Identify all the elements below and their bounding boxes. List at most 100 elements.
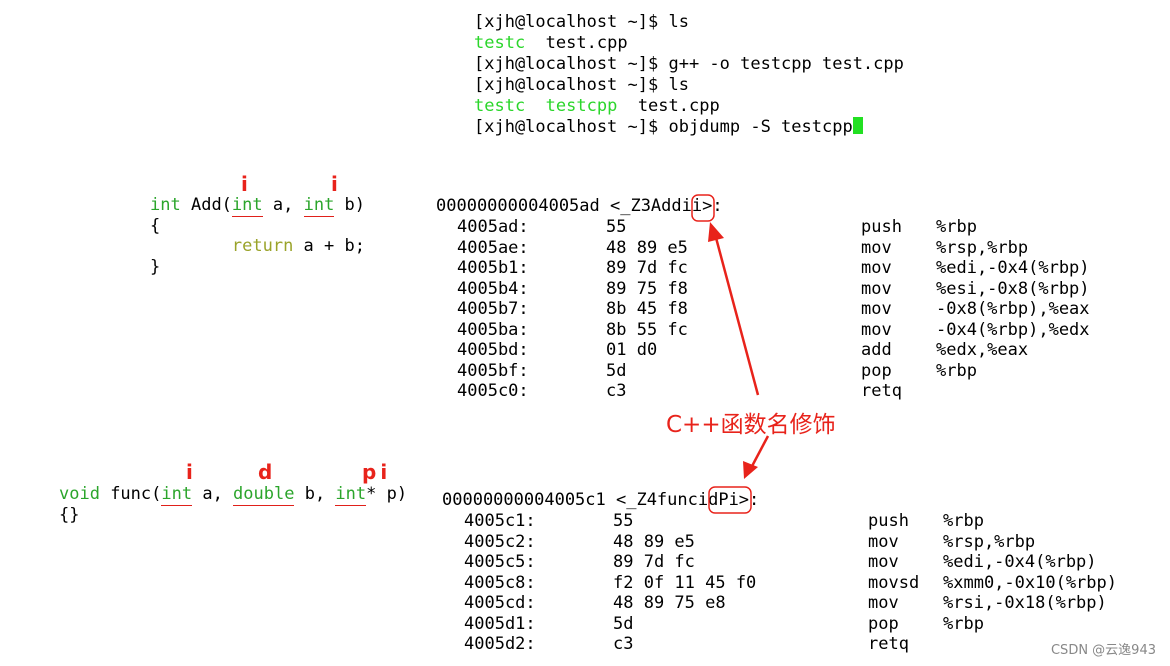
asm-args: %rbp	[943, 511, 984, 531]
asm-args: %rbp	[936, 217, 977, 237]
asm-bytes: 48 89 e5	[606, 237, 688, 258]
asm-op: retq	[868, 634, 909, 654]
prompt: [xjh@localhost ~]$	[474, 117, 669, 137]
asm-op: add	[861, 340, 892, 360]
prompt: [xjh@localhost ~]$	[474, 54, 669, 74]
asm-addr: 4005b1:	[457, 258, 529, 278]
asm-op: mov	[861, 237, 892, 258]
function-name: func(	[99, 484, 162, 504]
watermark: CSDN @云逸943	[1050, 643, 1156, 658]
asm-bytes: 48 89 75 e8	[613, 593, 726, 613]
mangled-suffix-highlight-add	[691, 194, 715, 222]
type-mark: i	[186, 460, 193, 484]
asm-addr: 4005d1:	[464, 613, 536, 634]
code-line: int Add(int a, int b)	[150, 195, 366, 217]
file-name: test.cpp	[545, 33, 628, 53]
terminal-line: testc test.cpp	[474, 33, 628, 54]
param: * p)	[366, 484, 408, 504]
command: ls	[668, 75, 689, 95]
keyword-underlined: int	[231, 195, 263, 217]
asm-header: 00000000004005c1 <_Z4funcidPi>:	[442, 490, 760, 510]
type-mark: i	[241, 172, 248, 196]
executable-name: testcpp	[545, 96, 618, 116]
type-mark: pi	[362, 460, 392, 484]
asm-addr: 4005ad:	[457, 217, 529, 237]
keyword: void	[59, 484, 100, 504]
asm-bytes: 55	[606, 217, 627, 237]
code-line: {}	[59, 505, 80, 525]
param: b,	[294, 484, 336, 504]
asm-addr: 4005bf:	[457, 360, 529, 381]
asm-op: pop	[868, 613, 899, 634]
asm-args: %edx,%eax	[936, 340, 1029, 360]
asm-bytes: c3	[606, 381, 627, 401]
cursor-block	[852, 117, 863, 134]
asm-op: mov	[861, 319, 892, 340]
terminal-line: [xjh@localhost ~]$ objdump -S testcpp	[474, 117, 863, 138]
type-mark: i	[331, 172, 338, 196]
command: g++ -o testcpp test.cpp	[668, 54, 904, 74]
asm-op: movsd	[868, 572, 920, 593]
asm-op: mov	[868, 552, 899, 572]
terminal-line: [xjh@localhost ~]$ ls	[474, 75, 689, 96]
asm-args: %edi,-0x4(%rbp)	[936, 258, 1090, 278]
asm-op: push	[861, 217, 902, 237]
keyword: int	[150, 195, 181, 215]
asm-header: 00000000004005ad <_Z3Addii>:	[436, 196, 723, 216]
asm-op: mov	[861, 258, 892, 278]
prompt: [xjh@localhost ~]$	[474, 12, 669, 32]
asm-addr: 4005b7:	[457, 299, 529, 319]
asm-addr: 4005c1:	[464, 511, 536, 531]
code-line: {	[150, 216, 161, 236]
keyword-underlined: int	[303, 195, 335, 217]
terminal-line: [xjh@localhost ~]$ ls	[474, 12, 689, 33]
asm-bytes: c3	[613, 634, 634, 654]
expression: a + b;	[293, 236, 365, 256]
asm-addr: 4005b4:	[457, 278, 529, 299]
asm-args: %xmm0,-0x10(%rbp)	[943, 572, 1117, 593]
arrowhead-icon	[743, 461, 758, 479]
asm-addr: 4005c5:	[464, 552, 536, 572]
keyword-underlined: double	[233, 484, 295, 506]
asm-args: %esi,-0x8(%rbp)	[936, 278, 1090, 299]
keyword-underlined: int	[335, 484, 367, 506]
asm-addr: 4005cd:	[464, 593, 536, 613]
asm-args: %edi,-0x4(%rbp)	[943, 552, 1097, 572]
prompt: [xjh@localhost ~]$	[474, 75, 669, 95]
asm-bytes: 48 89 e5	[613, 531, 695, 552]
asm-bytes: 5d	[606, 360, 627, 381]
param: b)	[334, 195, 366, 215]
terminal-line: [xjh@localhost ~]$ g++ -o testcpp test.c…	[474, 54, 904, 75]
asm-op: mov	[868, 531, 899, 552]
arrow-to-func	[748, 435, 770, 471]
arrowhead-icon	[708, 222, 724, 242]
asm-addr: 4005c0:	[457, 381, 529, 401]
asm-args: %rsp,%rbp	[943, 531, 1036, 552]
function-name: Add(	[190, 195, 232, 215]
asm-args: %rbp	[936, 360, 977, 381]
asm-args: %rbp	[943, 613, 984, 634]
asm-op: mov	[861, 278, 892, 299]
code-line: void func(int a, double b, int* p)	[59, 484, 408, 506]
asm-op: mov	[868, 593, 899, 613]
asm-op: retq	[861, 381, 902, 401]
asm-args: %rsp,%rbp	[936, 237, 1029, 258]
asm-addr: 4005ae:	[457, 237, 529, 258]
asm-bytes: 5d	[613, 613, 634, 634]
asm-bytes: 01 d0	[606, 340, 658, 360]
executable-name: testc	[474, 33, 526, 53]
command: objdump -S testcpp	[668, 117, 853, 137]
asm-addr: 4005c8:	[464, 572, 536, 593]
asm-bytes: 8b 55 fc	[606, 319, 688, 340]
asm-op: pop	[861, 360, 892, 381]
command: ls	[668, 12, 689, 32]
asm-bytes: 8b 45 f8	[606, 299, 688, 319]
asm-bytes: 89 75 f8	[606, 278, 688, 299]
asm-bytes: f2 0f 11 45 f0	[613, 572, 757, 593]
keyword: return	[231, 236, 294, 256]
asm-op: mov	[861, 299, 892, 319]
param: a,	[262, 195, 304, 215]
asm-op: push	[868, 511, 909, 531]
type-mark: d	[258, 460, 273, 484]
